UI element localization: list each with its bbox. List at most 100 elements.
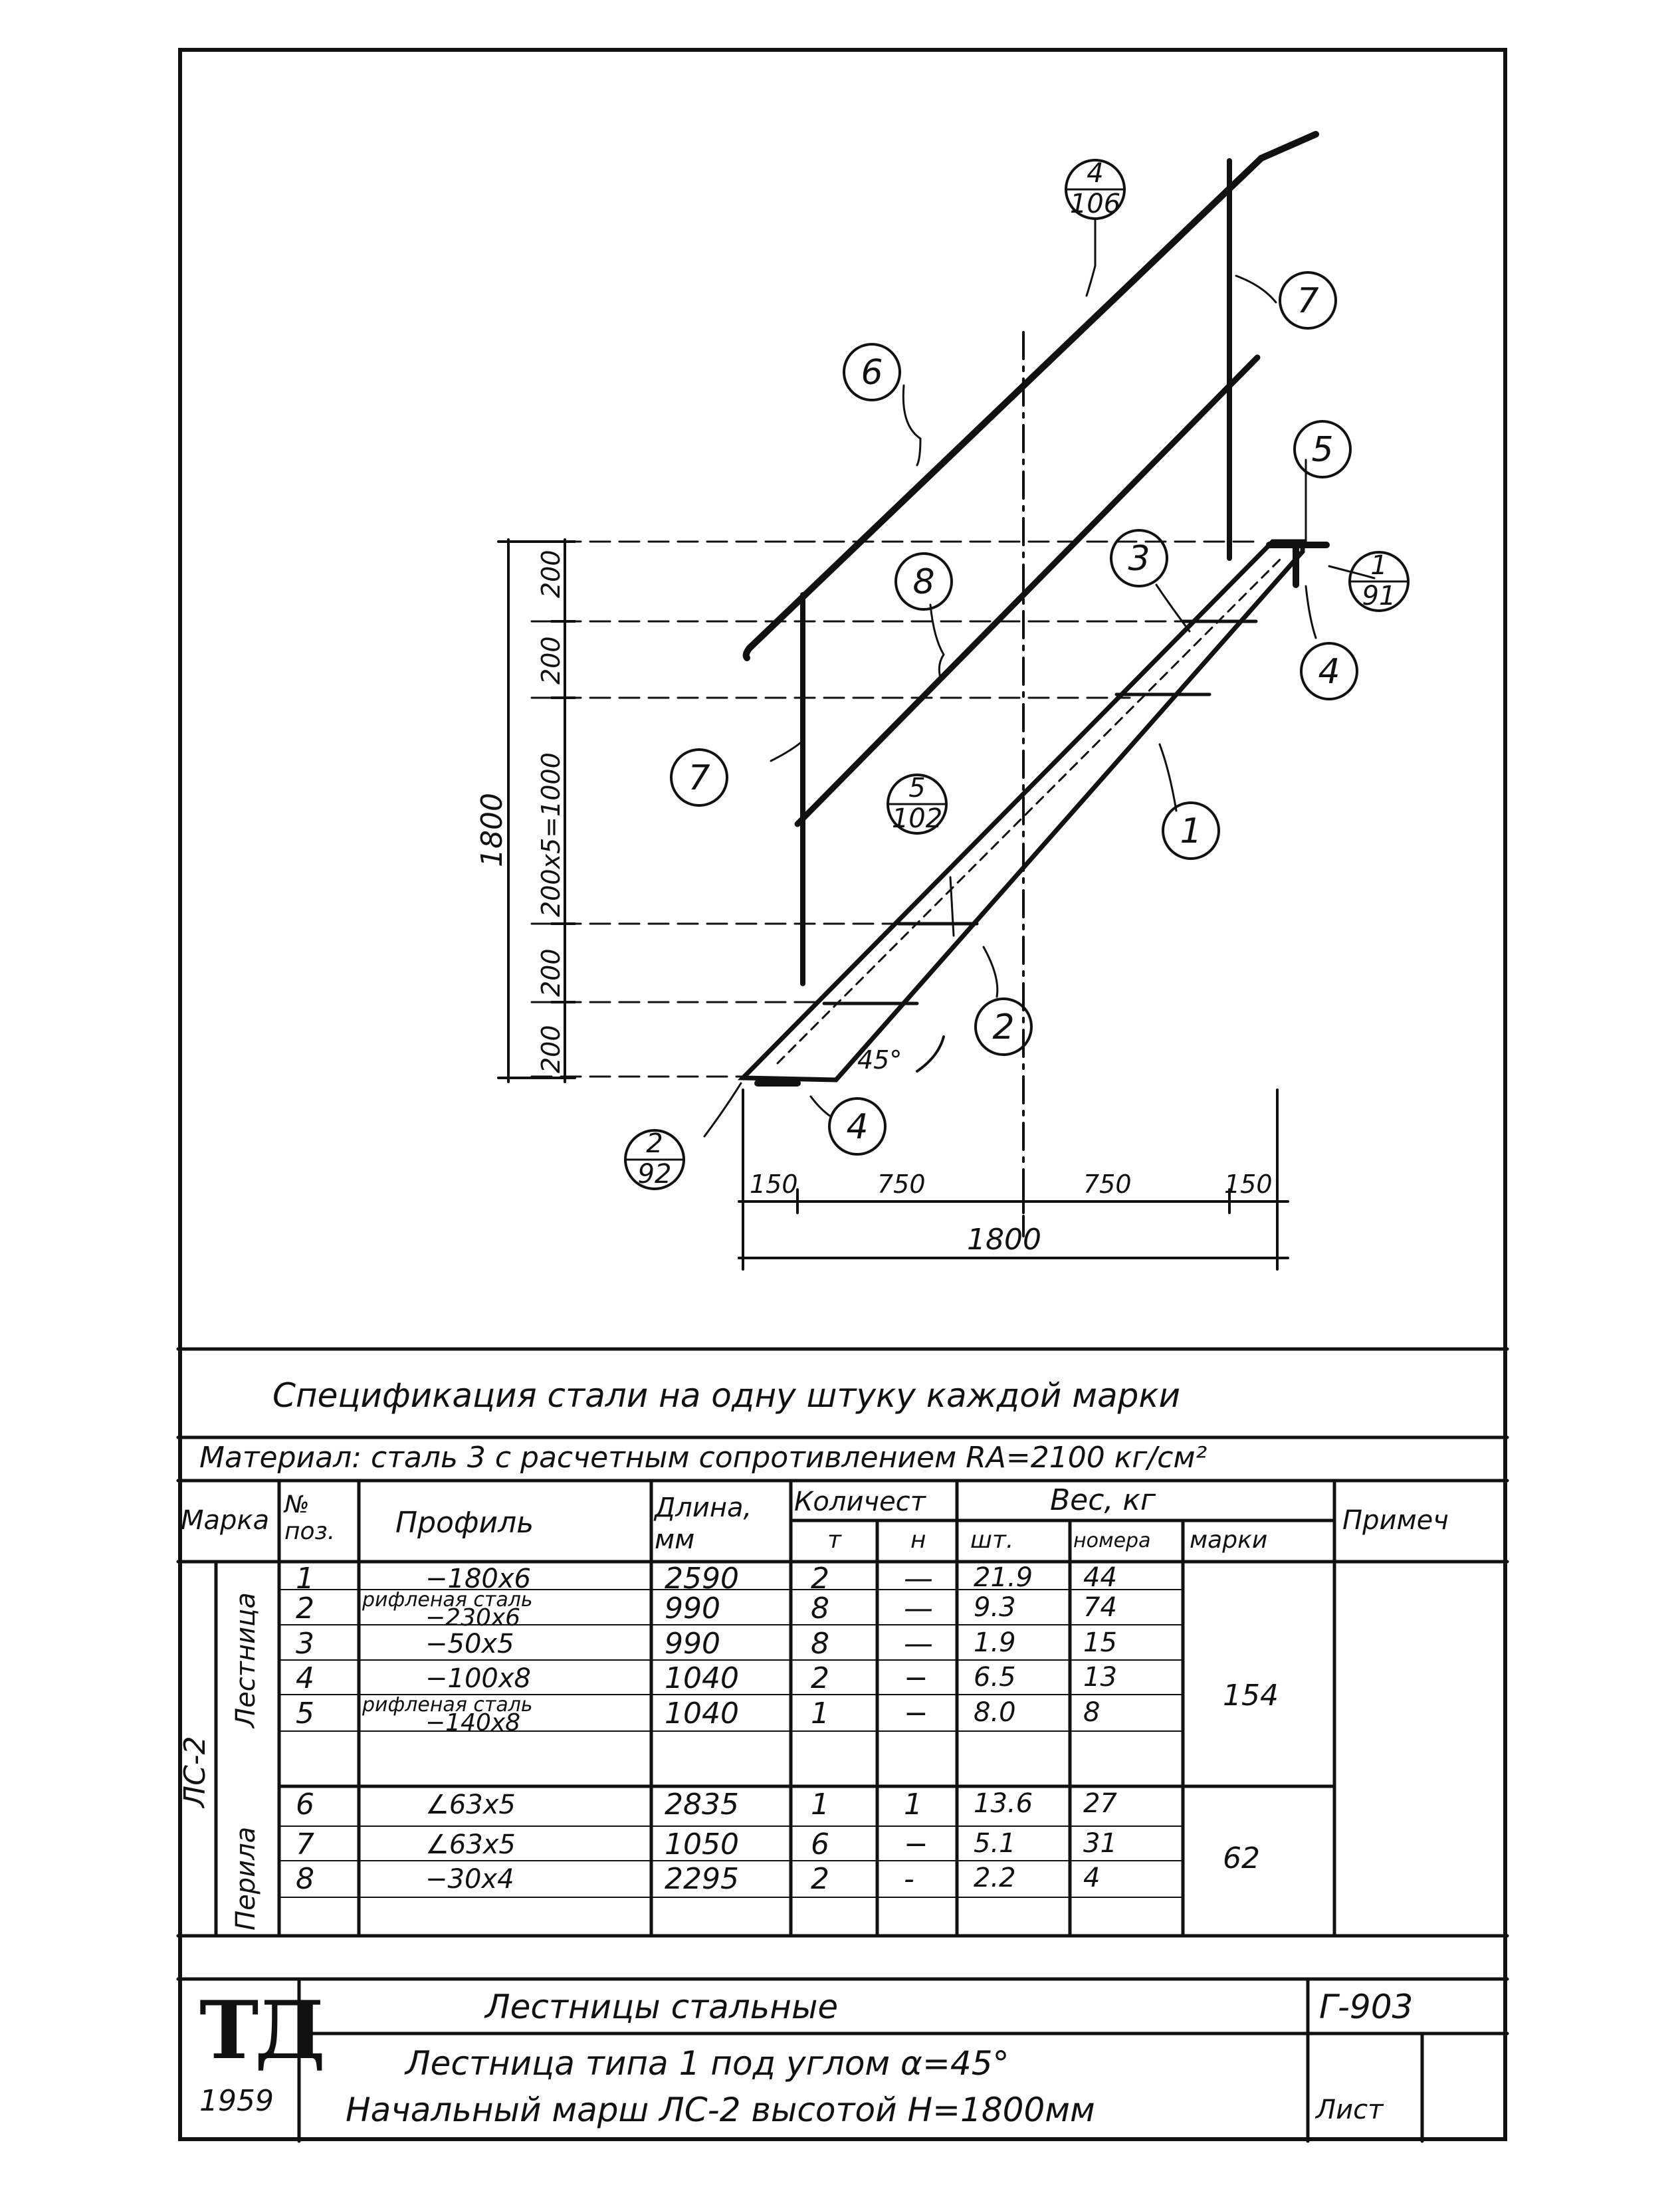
logo-td: ТД — [199, 1984, 326, 2077]
vdim-1000: 200x5=1000 — [536, 752, 566, 917]
group-railing: Перила — [231, 1826, 261, 1930]
row-5-num: 8 — [1083, 1697, 1101, 1728]
row-2-profile-note: рифленая сталь — [362, 1588, 533, 1612]
header-weight-num: номера — [1073, 1529, 1151, 1552]
spec-title: Спецификация стали на одну штуку каждой … — [272, 1376, 1181, 1415]
group-stair: Лестница — [231, 1592, 261, 1728]
row-3-profile: −50x5 — [425, 1629, 514, 1659]
fraction-5-102-bottom: 102 — [892, 803, 942, 834]
row-4-t: 2 — [811, 1661, 829, 1695]
row-6-n: 1 — [904, 1788, 922, 1822]
row-4-profile: −100x8 — [425, 1663, 531, 1694]
row-8-t: 2 — [811, 1862, 829, 1896]
row-7-profile: ∠63x5 — [425, 1829, 516, 1860]
row-6-length: 2835 — [665, 1788, 739, 1822]
row-7-pc: 5.1 — [974, 1828, 1016, 1859]
row-8-length: 2295 — [665, 1862, 739, 1896]
mark-weight-stair: 154 — [1223, 1679, 1279, 1713]
header-count-t: т — [827, 1526, 841, 1554]
row-4-n: − — [904, 1661, 928, 1695]
hdim-150-left: 150 — [750, 1170, 798, 1199]
drawing-code: Г-903 — [1319, 1988, 1414, 2026]
vdim-200-d: 200 — [536, 1025, 566, 1073]
drawing-frame — [178, 48, 1507, 2141]
row-2-num: 74 — [1083, 1592, 1117, 1623]
row-8-pc: 2.2 — [974, 1863, 1016, 1893]
row-7-pos: 7 — [296, 1827, 314, 1861]
subtitle-2: Начальный марш ЛС-2 высотой H=1800мм — [346, 2091, 1095, 2129]
row-7-n: − — [904, 1827, 928, 1861]
row-3-num: 15 — [1083, 1627, 1117, 1658]
row-3-length: 990 — [665, 1627, 720, 1661]
row-6-pos: 6 — [296, 1788, 314, 1822]
fraction-4-106-top: 4 — [1087, 158, 1103, 189]
row-2-length: 990 — [665, 1592, 720, 1625]
row-2-n: — — [904, 1592, 933, 1625]
row-6-num: 27 — [1083, 1788, 1117, 1819]
row-7-length: 1050 — [665, 1827, 739, 1861]
hdim-750-right: 750 — [1083, 1170, 1132, 1199]
row-7-t: 6 — [811, 1827, 829, 1861]
handrail-lower — [794, 354, 1261, 827]
vdim-200-a: 200 — [536, 550, 566, 598]
row-6-profile: ∠63x5 — [425, 1790, 516, 1820]
fraction-5-102-top: 5 — [908, 773, 925, 803]
row-1-t: 2 — [811, 1562, 829, 1596]
title-main: Лестницы стальные — [485, 1988, 839, 2026]
callout-2: 2 — [992, 1007, 1014, 1047]
row-1-num: 44 — [1083, 1562, 1117, 1593]
header-count: Количест — [794, 1487, 926, 1517]
sheet-label: Лист — [1316, 2095, 1384, 2125]
row-2-profile: −230x6 — [425, 1604, 521, 1631]
header-note: Примеч — [1342, 1505, 1449, 1536]
row-4-length: 1040 — [665, 1661, 739, 1695]
row-1-n: — — [904, 1562, 933, 1596]
callout-6: 6 — [861, 353, 883, 393]
header-pos: № поз. — [284, 1491, 336, 1545]
row-3-pos: 3 — [296, 1627, 314, 1661]
callout-4-bottom: 4 — [846, 1107, 868, 1147]
row-5-profile-note: рифленая сталь — [362, 1693, 533, 1717]
row-5-length: 1040 — [665, 1697, 739, 1730]
callout-7-right: 7 — [1297, 281, 1318, 321]
angle-label: 45° — [857, 1045, 902, 1075]
row-5-profile: −140x8 — [425, 1709, 521, 1736]
fraction-1-91-top: 1 — [1370, 550, 1387, 581]
callout-8: 8 — [912, 562, 934, 602]
row-8-pos: 8 — [296, 1862, 314, 1896]
callout-5: 5 — [1311, 430, 1333, 470]
header-length: Длина, мм — [655, 1493, 752, 1555]
vdim-total: 1800 — [475, 793, 509, 867]
row-5-n: − — [904, 1697, 928, 1730]
row-3-n: — — [904, 1627, 933, 1661]
row-1-pos: 1 — [296, 1562, 314, 1596]
hdim-750-left: 750 — [877, 1170, 926, 1199]
header-mark: Марка — [181, 1505, 270, 1536]
fraction-1-91-bottom: 91 — [1362, 581, 1396, 611]
row-8-n: - — [904, 1862, 914, 1896]
row-5-pc: 8.0 — [974, 1697, 1016, 1728]
row-6-t: 1 — [811, 1788, 829, 1822]
mark-label: ЛС-2 — [178, 1736, 212, 1808]
callout-3: 3 — [1128, 539, 1150, 579]
row-8-profile: −30x4 — [425, 1864, 514, 1895]
header-count-n: н — [910, 1526, 926, 1554]
hdim-150-right: 150 — [1224, 1170, 1273, 1199]
callout-1: 1 — [1180, 811, 1202, 851]
hdim-total: 1800 — [967, 1223, 1041, 1257]
header-weight-pc: шт. — [970, 1526, 1014, 1554]
fraction-2-92-bottom: 92 — [638, 1159, 672, 1190]
year: 1959 — [199, 2084, 274, 2118]
row-1-length: 2590 — [665, 1562, 739, 1596]
row-6-pc: 13.6 — [974, 1788, 1033, 1819]
fraction-4-106-bottom: 106 — [1070, 189, 1120, 219]
row-2-t: 8 — [811, 1592, 829, 1625]
header-weight: Вес, кг — [1050, 1483, 1156, 1517]
vdim-200-b: 200 — [536, 636, 566, 684]
row-7-num: 31 — [1083, 1828, 1117, 1859]
row-3-t: 8 — [811, 1627, 829, 1661]
row-4-pc: 6.5 — [974, 1662, 1016, 1693]
row-5-pos: 5 — [296, 1697, 314, 1730]
row-5-t: 1 — [811, 1697, 829, 1730]
